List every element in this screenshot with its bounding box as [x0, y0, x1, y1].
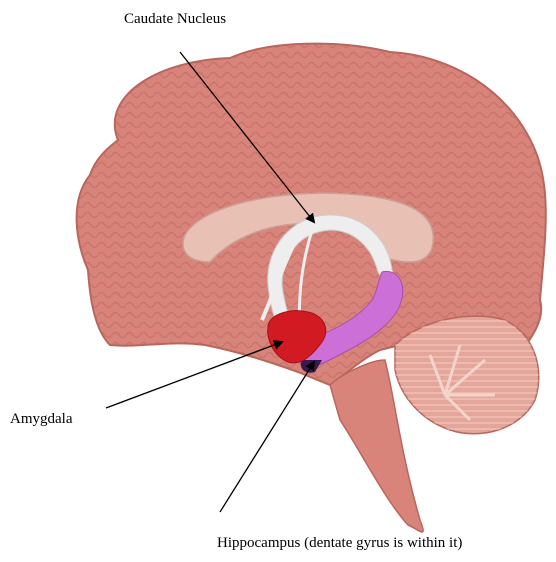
amygdala-pointer-arrow	[106, 342, 282, 408]
caudate-nucleus-label: Caudate Nucleus	[124, 10, 226, 28]
hippocampus-pointer-arrow	[220, 362, 314, 512]
hippocampus-label: Hippocampus (dentate gyrus is within it)	[217, 534, 462, 552]
amygdala-label: Amygdala	[10, 410, 72, 428]
